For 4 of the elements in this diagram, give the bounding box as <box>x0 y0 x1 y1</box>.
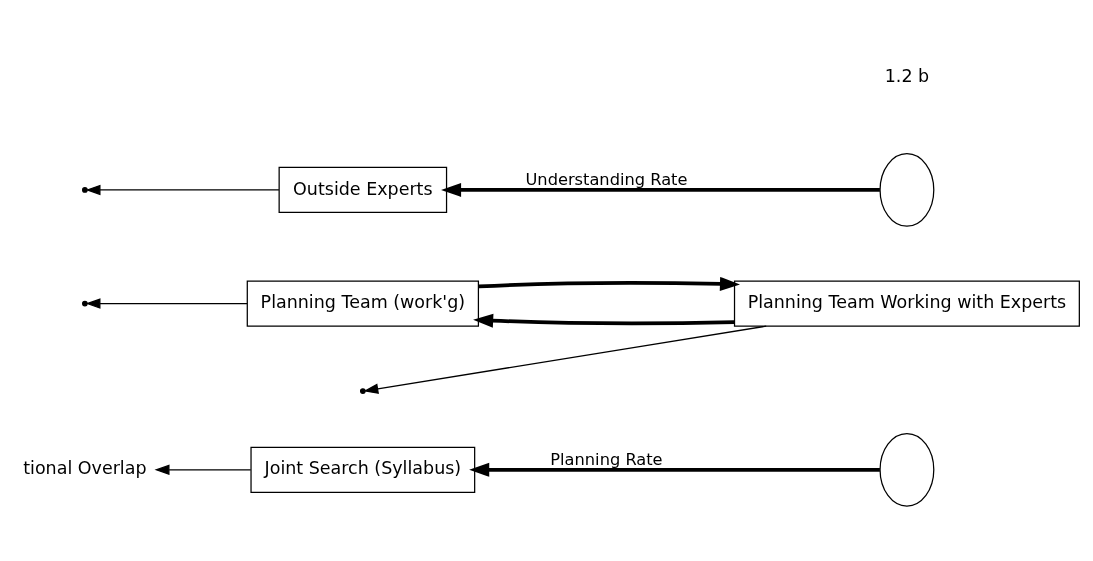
node-text: tional Overlap <box>23 458 147 479</box>
label: 1.2 b <box>884 66 930 87</box>
edge-label: Planning Rate <box>550 450 663 470</box>
edge-label: Understanding Rate <box>525 170 688 190</box>
